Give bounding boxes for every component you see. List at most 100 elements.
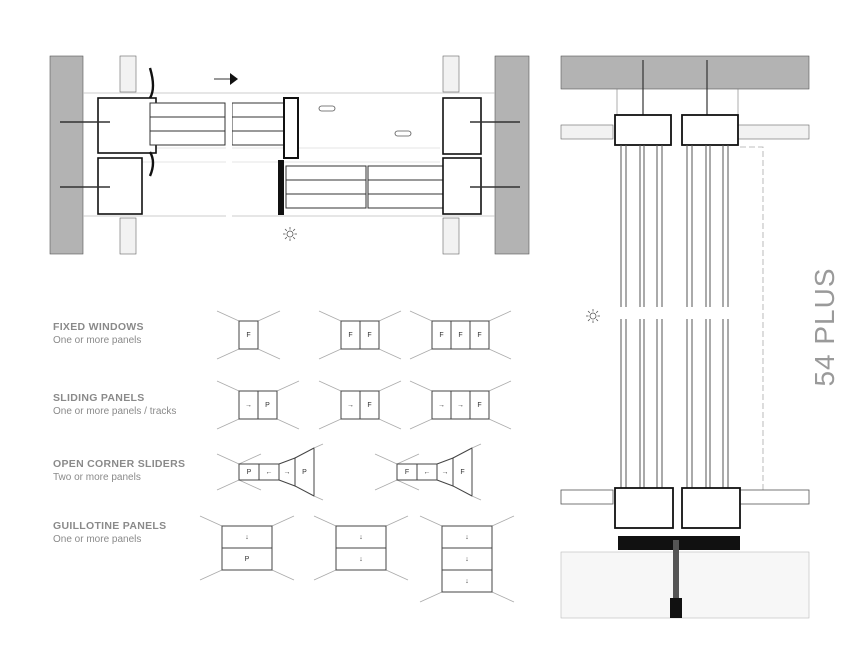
view-ray (216, 418, 240, 430)
handle (394, 130, 412, 137)
panel-symbol: F (367, 332, 371, 339)
view-ray (385, 515, 409, 527)
view-ray (378, 348, 402, 360)
panel (469, 320, 490, 350)
panel-symbol: → (438, 402, 445, 409)
panel-symbol: → (245, 402, 252, 409)
right-insulation-bottom (442, 217, 460, 255)
view-ray (491, 515, 515, 527)
view-ray (318, 348, 342, 360)
view-ray (271, 569, 295, 581)
panel-symbol: ↓ (359, 556, 363, 563)
panel (221, 547, 273, 571)
view-ray (396, 479, 420, 491)
panel-symbol: P (302, 469, 307, 476)
view-ray (374, 453, 398, 465)
left-insulation-bottom (119, 217, 137, 255)
config-diagram: F←→F (374, 443, 482, 501)
vertical-section-drawing (560, 55, 810, 619)
panel (257, 390, 278, 420)
view-ray (488, 418, 512, 430)
panel-symbol: ↓ (245, 534, 249, 541)
panel-symbol: ↓ (465, 534, 469, 541)
view-ray (318, 380, 342, 392)
view-ray (216, 348, 240, 360)
panel-symbol: → (284, 469, 291, 476)
view-ray (257, 348, 281, 360)
category-label-guillotine-panels: GUILLOTINE PANELS One or more panels (53, 520, 166, 546)
panel-symbol: F (246, 332, 250, 339)
config-diagram: P ← → P (216, 443, 324, 501)
panel-symbol: → (457, 402, 464, 409)
view-ray (378, 380, 402, 392)
view-ray (216, 310, 240, 322)
view-ray (313, 569, 337, 581)
category-title: SLIDING PANELS (53, 392, 145, 404)
left-insulation-top (119, 55, 137, 93)
view-ray (318, 418, 342, 430)
view-ray (385, 569, 409, 581)
sun-icon (586, 309, 600, 323)
handle (318, 105, 336, 112)
view-ray (313, 515, 337, 527)
view-ray (409, 418, 433, 430)
panel (335, 547, 387, 571)
view-ray (488, 310, 512, 322)
panel-symbol: P (247, 469, 252, 476)
view-ray (488, 380, 512, 392)
config-diagram: ↓↓ (313, 515, 409, 581)
top-frame-left (614, 114, 672, 146)
panel-symbol: ← (266, 469, 273, 476)
view-ray (409, 380, 433, 392)
panel (238, 320, 259, 350)
view-ray (313, 443, 324, 449)
category-label-fixed-windows: FIXED WINDOWS One or more panels (53, 321, 144, 347)
view-ray (271, 515, 295, 527)
panel-symbol: ↓ (359, 534, 363, 541)
ceiling-insulation-right (737, 124, 810, 140)
panel (359, 320, 380, 350)
category-title: OPEN CORNER SLIDERS (53, 458, 186, 470)
panel-symbol: F (458, 332, 462, 339)
floor-insulation-right (739, 489, 810, 505)
panel (359, 390, 380, 420)
category-subtitle: One or more panels (53, 534, 142, 545)
config-diagram: F (216, 310, 281, 360)
sun-icon (283, 227, 297, 241)
view-ray (216, 479, 240, 491)
view-ray (276, 380, 300, 392)
category-subtitle: One or more panels (53, 335, 142, 346)
bottom-frame-right (681, 487, 741, 529)
view-ray (491, 591, 515, 603)
ceiling-slab (560, 55, 810, 90)
category-subtitle: One or more panels / tracks (53, 406, 177, 417)
view-ray (488, 348, 512, 360)
panel-symbol: → (442, 469, 449, 476)
left-wall (49, 55, 84, 255)
right-wall (494, 55, 530, 255)
view-ray (396, 453, 420, 465)
panel-symbol: F (367, 402, 371, 409)
config-diagram: ↓↓↓ (419, 515, 515, 603)
view-ray (199, 569, 223, 581)
view-ray (378, 310, 402, 322)
panel-symbol: F (477, 402, 481, 409)
view-ray (313, 495, 324, 501)
view-ray (419, 515, 443, 527)
right-insulation-top (442, 55, 460, 93)
direction-arrow-icon (214, 73, 238, 85)
panel-symbol: P (245, 556, 250, 563)
panel-symbol: ↓ (465, 556, 469, 563)
view-ray (471, 495, 482, 501)
config-diagram: →P (216, 380, 300, 430)
view-ray (216, 453, 240, 465)
panel (469, 390, 490, 420)
sliding-panel-upper (149, 97, 299, 159)
view-ray (199, 515, 223, 527)
sliding-panel-lower (278, 160, 455, 215)
brand-logo: 54 PLUS (795, 262, 855, 392)
left-frame-lower (97, 157, 143, 215)
view-ray (409, 310, 433, 322)
left-frame-upper (97, 97, 157, 154)
